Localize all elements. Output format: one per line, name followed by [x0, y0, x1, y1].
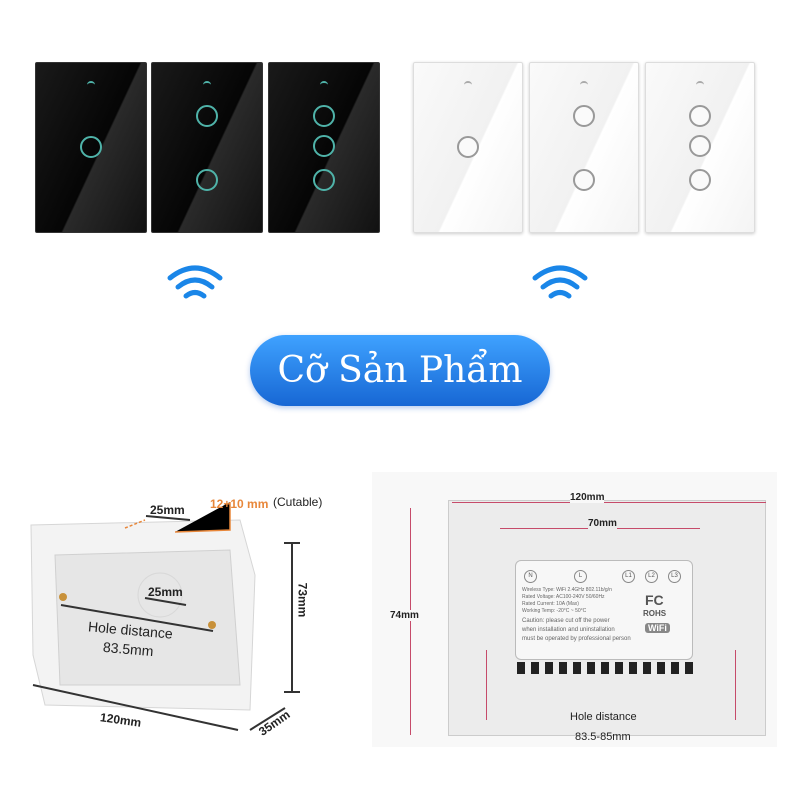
plate-hole-distance-value: 83.5-85mm [575, 731, 631, 743]
touch-button [689, 135, 711, 157]
wifi-module: Wireless Type: WiFi 2.4GHz 802.11b/g/n R… [515, 560, 693, 660]
terminal-l: L [574, 570, 587, 583]
caution-line: must be operated by professional person [522, 636, 631, 642]
banner-title: Cỡ Sản Phẩm [277, 350, 523, 391]
plate-width-line [452, 502, 766, 503]
white-switch-2-gang [529, 62, 639, 233]
touch-button [457, 136, 479, 158]
touch-button [573, 169, 595, 191]
spec-line: Rated Current: 10A (Max) [522, 601, 579, 607]
fcc-badge: FC [645, 592, 664, 608]
black-switch-2-gang [151, 62, 263, 233]
wifi-badge: WiFi [645, 623, 670, 633]
touch-button [313, 169, 335, 191]
touch-button [80, 136, 102, 158]
caution-line: Caution: please cut off the power [522, 618, 610, 624]
terminal-l2: L2 [645, 570, 658, 583]
box-height: 73mm [295, 582, 310, 618]
touch-button [196, 105, 218, 127]
wifi-indicator-icon [87, 81, 95, 87]
cutable-note: (Cutable) [273, 495, 323, 509]
plate-height-line [410, 508, 411, 735]
box-dimension-lines [32, 502, 300, 731]
plate-height: 74mm [390, 610, 419, 621]
plate-hole-distance-label: Hole distance [570, 711, 637, 723]
touch-button [689, 169, 711, 191]
module-width: 70mm [588, 518, 617, 529]
caution-line: when installation and uninstallation [522, 627, 615, 633]
touch-button [573, 105, 595, 127]
wifi-indicator-icon [696, 81, 704, 87]
product-size-banner: Cỡ Sản Phẩm [250, 335, 550, 406]
white-switch-3-gang [645, 62, 755, 233]
touch-button [313, 105, 335, 127]
white-switch-1-gang [413, 62, 523, 233]
wifi-indicator-icon [580, 81, 588, 87]
hole-line-right [735, 650, 736, 720]
cutable-size: 12+10 mm [210, 497, 269, 511]
black-switch-1-gang [35, 62, 147, 233]
center-hole-size: 25mm [148, 585, 183, 599]
wifi-icon [532, 265, 588, 299]
spec-line: Working Temp: -20°C ~ 50°C [522, 608, 587, 614]
spec-line: Wireless Type: WiFi 2.4GHz 802.11b/g/n [522, 587, 612, 593]
plate-width: 120mm [570, 492, 605, 503]
top-hole-size: 25mm [150, 503, 185, 517]
terminal-l1: L1 [622, 570, 635, 583]
touch-button [313, 135, 335, 157]
rohs-badge: ROHS [643, 609, 667, 618]
wifi-icon [167, 265, 223, 299]
wifi-indicator-icon [464, 81, 472, 87]
wifi-indicator-icon [320, 81, 328, 87]
terminal-l3: L3 [668, 570, 681, 583]
touch-button [689, 105, 711, 127]
black-switch-3-gang [268, 62, 380, 233]
hole-line-left [486, 650, 487, 720]
terminal-n: N [524, 570, 537, 583]
back-box-image [30, 519, 256, 711]
spec-line: Rated Voltage: AC100-240V 50/60Hz [522, 594, 605, 600]
heat-sink-fins [517, 662, 693, 674]
wifi-indicator-icon [203, 81, 211, 87]
touch-button [196, 169, 218, 191]
